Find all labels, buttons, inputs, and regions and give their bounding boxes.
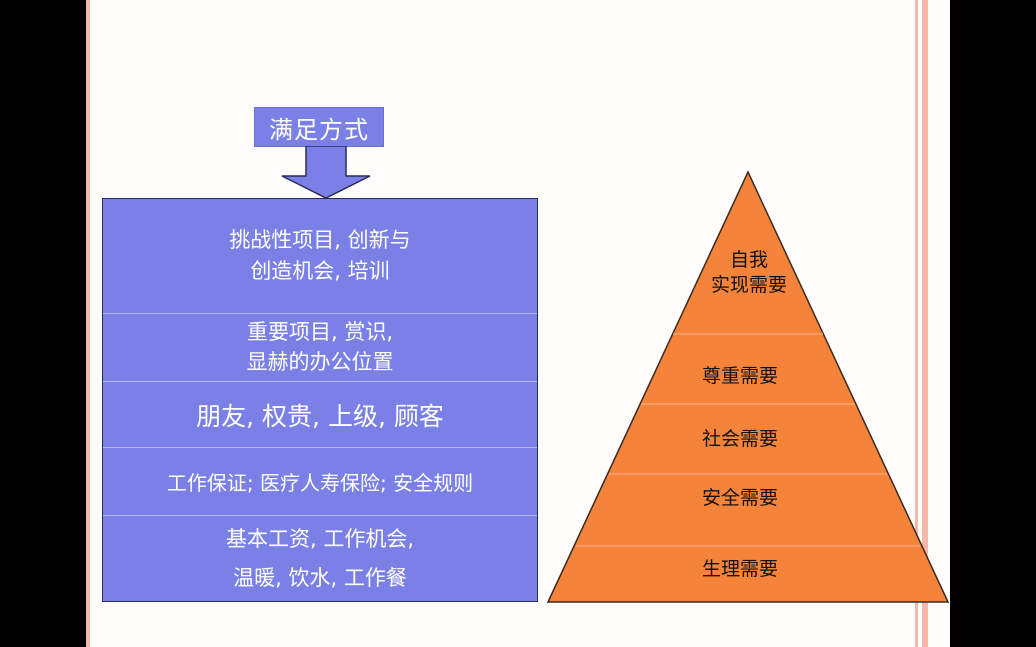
pyramid-shape [546, 170, 950, 603]
satisfaction-methods-header: 满足方式 [254, 107, 384, 147]
need-label-line: 自我 [729, 249, 769, 271]
slide: 满足方式 挑战性项目, 创新与 创造机会, 培训 重要项目, 赏识, 显赫的办公… [86, 0, 950, 647]
method-line: 朋友, 权贵, 上级, 顾客 [196, 401, 444, 431]
method-line: 创造机会, 培训 [250, 259, 390, 283]
method-line: 重要项目, 赏识, [246, 320, 394, 345]
method-band-self-actualization: 挑战性项目, 创新与 创造机会, 培训 [103, 199, 537, 314]
down-arrow-icon [281, 146, 371, 199]
need-safety: 安全需要 [701, 487, 779, 509]
need-physiological: 生理需要 [701, 558, 779, 580]
right-border-stripe-1 [915, 0, 918, 647]
left-border-stripe [86, 0, 90, 647]
method-band-safety: 工作保证; 医疗人寿保险; 安全规则 [103, 448, 537, 516]
need-label-line: 实现需要 [710, 273, 788, 296]
method-line: 基本工资, 工作机会, [225, 526, 415, 551]
method-line: 温暖, 饮水, 工作餐 [233, 565, 407, 590]
method-line: 显赫的办公位置 [246, 349, 394, 374]
need-esteem: 尊重需要 [701, 365, 779, 387]
method-line: 工作保证; 医疗人寿保险; 安全规则 [166, 471, 474, 495]
needs-pyramid [546, 170, 950, 603]
right-border-stripe-2 [922, 0, 928, 647]
method-band-physiological: 基本工资, 工作机会, 温暖, 饮水, 工作餐 [103, 516, 537, 601]
method-line: 挑战性项目, 创新与 [229, 227, 411, 252]
need-social: 社会需要 [701, 428, 779, 450]
satisfaction-methods-stack: 挑战性项目, 创新与 创造机会, 培训 重要项目, 赏识, 显赫的办公位置 朋友… [102, 198, 538, 602]
need-self-actualization: 自我 实现需要 [711, 248, 787, 297]
method-band-social: 朋友, 权贵, 上级, 顾客 [103, 382, 537, 448]
method-band-esteem: 重要项目, 赏识, 显赫的办公位置 [103, 314, 537, 382]
